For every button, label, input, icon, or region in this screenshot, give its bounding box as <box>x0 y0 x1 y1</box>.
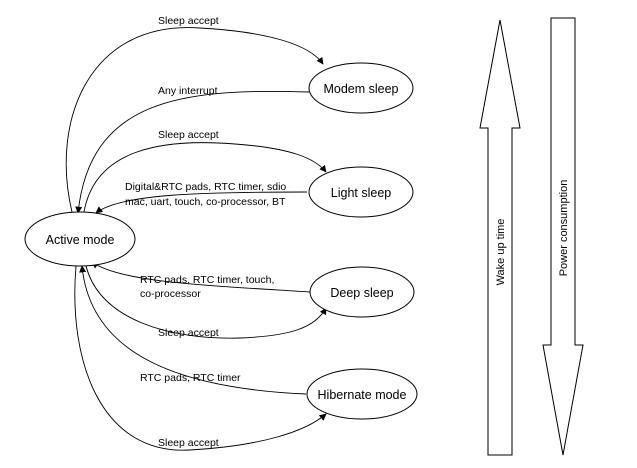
node-modem-sleep-label: Modem sleep <box>323 82 398 96</box>
node-active-mode: Active mode <box>24 211 136 267</box>
edge-label-deep-wakeup-line2: co-processor <box>140 288 201 300</box>
node-light-sleep-label: Light sleep <box>331 186 392 200</box>
edge-label-deep-wakeup-line1: RTC pads, RTC timer, touch, <box>140 274 274 286</box>
node-deep-sleep: Deep sleep <box>309 266 415 318</box>
edge-label-light-sleep-accept: Sleep accept <box>158 129 219 141</box>
node-active-mode-label: Active mode <box>46 233 115 247</box>
edge-modem-wakeup <box>75 90 310 214</box>
edge-label-modem-sleep-accept: Sleep accept <box>158 15 219 27</box>
edge-label-hibernate-wakeup: RTC pads, RTC timer <box>140 372 241 384</box>
edge-hibernate-wakeup <box>79 265 307 395</box>
edge-light-sleep-accept <box>83 142 327 213</box>
node-light-sleep: Light sleep <box>308 166 414 218</box>
edge-label-hibernate-sleep-accept: Sleep accept <box>158 437 219 449</box>
power-consumption-label: Power consumption <box>558 180 570 277</box>
node-hibernate-mode: Hibernate mode <box>306 368 418 420</box>
edge-modem-sleep-accept <box>65 27 324 213</box>
node-hibernate-mode-label: Hibernate mode <box>318 388 407 402</box>
edge-hibernate-sleep-accept <box>74 265 327 451</box>
power-consumption-arrow: Power consumption <box>542 17 584 456</box>
wakeup-time-arrow: Wake up time <box>479 19 521 456</box>
wakeup-time-label: Wake up time <box>495 219 507 286</box>
node-modem-sleep: Modem sleep <box>308 62 414 114</box>
edge-label-light-wakeup-line1: Digital&RTC pads, RTC timer, sdio <box>125 181 286 193</box>
node-deep-sleep-label: Deep sleep <box>330 286 393 300</box>
edge-deep-sleep-accept <box>85 265 327 339</box>
edge-light-wakeup <box>95 191 308 214</box>
edge-label-deep-sleep-accept: Sleep accept <box>158 327 219 339</box>
edge-deep-wakeup <box>91 261 311 293</box>
edge-label-light-wakeup-line2: mac, uart, touch, co-processor, BT <box>125 196 286 208</box>
edge-label-modem-wakeup: Any interrupt <box>158 85 218 97</box>
